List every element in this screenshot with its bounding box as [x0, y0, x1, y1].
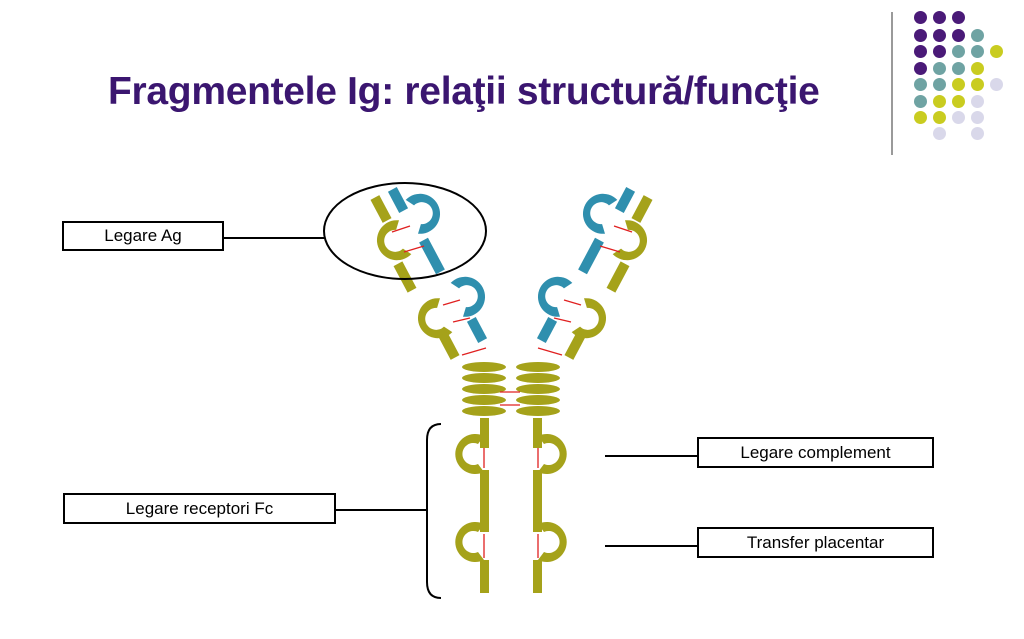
dot — [952, 111, 965, 124]
left-fab-disulfide-bonds — [391, 225, 487, 356]
antigen-binding-label: Legare Ag — [62, 221, 224, 251]
dot — [933, 11, 946, 24]
dot — [914, 111, 927, 124]
dot — [952, 78, 965, 91]
dot — [952, 62, 965, 75]
dot — [971, 78, 984, 91]
dot — [914, 62, 927, 75]
dot — [971, 127, 984, 140]
dot — [952, 95, 965, 108]
fc-receptor-binding-label: Legare receptori Fc — [63, 493, 336, 524]
dot — [990, 78, 1003, 91]
left-heavy-chain-fab — [370, 195, 460, 360]
antigen-binding-ellipse — [323, 182, 487, 280]
placental-transfer-label: Transfer placentar — [697, 527, 934, 558]
dot — [952, 11, 965, 24]
dot — [914, 45, 927, 58]
fc-heavy-chains — [455, 418, 567, 593]
hinge-region — [462, 362, 560, 416]
dot — [990, 45, 1003, 58]
right-fab-disulfide-bonds — [537, 225, 633, 356]
fc-region-bracket — [426, 423, 442, 599]
dot — [971, 62, 984, 75]
fc-region — [455, 418, 567, 593]
left-fab-arm — [370, 187, 491, 360]
dot — [933, 45, 946, 58]
dot — [933, 95, 946, 108]
right-fab-arm — [532, 187, 653, 360]
dot — [952, 29, 965, 42]
dot — [971, 111, 984, 124]
dot — [952, 45, 965, 58]
dot — [933, 111, 946, 124]
left-light-chain — [387, 187, 491, 343]
complement-binding-label: Legare complement — [697, 437, 934, 468]
dot — [914, 29, 927, 42]
dot — [914, 11, 927, 24]
dot — [914, 95, 927, 108]
dot — [914, 78, 927, 91]
dot — [933, 62, 946, 75]
fc-disulfide-bonds — [483, 448, 539, 558]
dot — [971, 95, 984, 108]
dot — [933, 29, 946, 42]
dot — [971, 45, 984, 58]
slide-title: Fragmentele Ig: relaţii structură/funcţi… — [108, 70, 820, 113]
dot — [933, 78, 946, 91]
right-heavy-chain-fab — [564, 195, 653, 360]
title-divider — [891, 12, 893, 155]
dot — [933, 127, 946, 140]
dot — [971, 29, 984, 42]
right-light-chain — [532, 187, 636, 343]
